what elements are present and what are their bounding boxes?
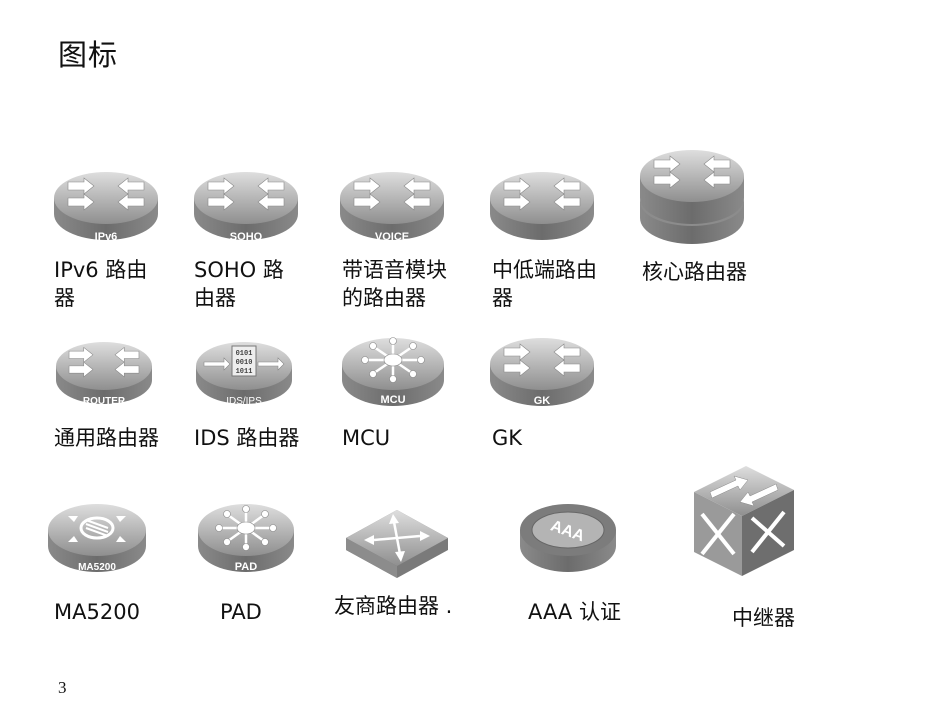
voice-badge: VOICE (375, 231, 409, 243)
ipv6-router-label: IPv6 路由器 (54, 258, 148, 310)
mcu-hub-icon: MCU (340, 330, 446, 410)
generic-router-label: 通用路由器 (54, 426, 159, 450)
mcu-label: MCU (342, 426, 391, 450)
core-router-icon (638, 146, 746, 246)
page-number: 3 (58, 678, 67, 697)
gk-badge: GK (534, 395, 551, 407)
soho-router-label: SOHO 路由器 (194, 258, 284, 310)
generic-router-icon: ROUTER (54, 334, 154, 410)
ids-bits-2: 1011 (236, 368, 253, 376)
soho-router-icon: SOHO (192, 164, 300, 244)
generic-badge: ROUTER (83, 396, 126, 407)
ids-bits-0: 0101 (236, 350, 253, 358)
pad-label: PAD (220, 600, 262, 624)
ids-badge: IDS/IPS (226, 396, 262, 407)
lowend-router-icon (488, 164, 596, 244)
partner-router-icon (344, 500, 450, 580)
aaa-label: AAA 认证 (528, 600, 621, 624)
aaa-disc-icon: AAA (518, 500, 618, 576)
voice-router-icon: VOICE (338, 164, 446, 244)
partner-router-label: 友商路由器 . (334, 594, 453, 618)
ipv6-badge: IPv6 (95, 231, 118, 243)
pad-badge: PAD (235, 561, 257, 573)
lowend-router-label: 中低端路由器 (492, 258, 597, 310)
ids-bits-1: 0010 (236, 359, 253, 367)
ids-router-icon: 0101 0010 1011 IDS/IPS (194, 334, 294, 410)
mcu-badge: MCU (380, 394, 405, 406)
ids-router-label: IDS 路由器 (194, 426, 300, 450)
gk-label: GK (492, 426, 523, 450)
pad-hub-icon: PAD (196, 498, 296, 576)
ma5200-label: MA5200 (54, 600, 140, 624)
repeater-label: 中继器 (732, 606, 795, 630)
repeater-cube-icon (690, 462, 798, 580)
ipv6-router-icon: IPv6 (52, 164, 160, 244)
voice-router-label: 带语音模块的路由器 (342, 258, 447, 310)
ma5200-badge: MA5200 (78, 562, 116, 573)
page-title: 图标 (58, 38, 119, 72)
core-router-label: 核心路由器 (642, 260, 747, 284)
soho-badge: SOHO (230, 231, 263, 243)
gk-router-icon: GK (488, 330, 596, 410)
ma5200-router-icon: MA5200 (46, 498, 148, 576)
